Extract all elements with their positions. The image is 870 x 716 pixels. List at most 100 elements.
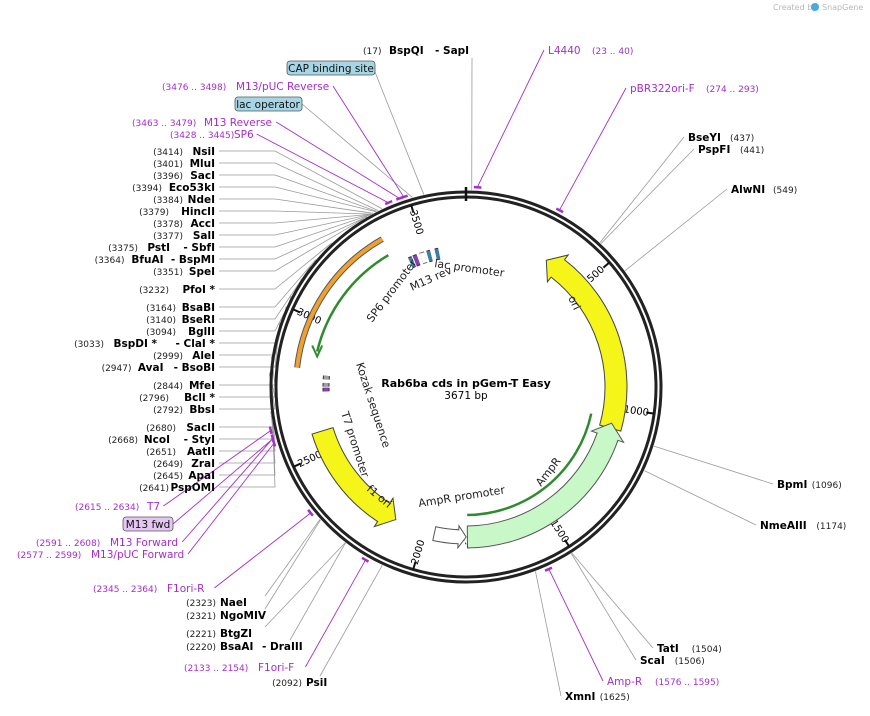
- enzyme-label: SalI(3377): [153, 230, 215, 242]
- enzyme-name: BseRI: [182, 314, 215, 326]
- enzyme-label: NmeAIII(1174): [760, 520, 846, 532]
- enzyme-name: AleI: [192, 350, 215, 362]
- primer-name: L4440: [548, 45, 581, 57]
- ring-tick-mark: [646, 411, 655, 415]
- callout-lac-operator-text: lac operator: [236, 99, 300, 111]
- enzyme-name: AatII: [187, 446, 215, 458]
- m13-rev-mark: [412, 254, 421, 266]
- enzyme-label: SacI (3396): [153, 170, 215, 182]
- enzyme-leader: [289, 542, 346, 641]
- enzyme-label: NgoMIV(2321): [186, 610, 267, 622]
- primer-position: (2577 .. 2599): [17, 551, 81, 561]
- primer-leader: [181, 438, 274, 543]
- enzyme-position: (2321): [186, 612, 216, 622]
- primer-position: (2615 .. 2634): [75, 503, 139, 513]
- enzyme-name: SacI: [190, 170, 215, 182]
- enzyme-label: PfoI *(3232): [139, 284, 215, 296]
- enzyme-name: HincII: [181, 206, 215, 218]
- enzyme-leader: [219, 214, 371, 248]
- callout-leader: [172, 438, 274, 525]
- enzyme-label: BclI *(2796): [139, 392, 215, 404]
- enzyme-label: BtgZI(2221): [186, 628, 252, 640]
- enzyme-leader: [219, 198, 374, 214]
- ring-tick-label: 1000: [623, 404, 650, 418]
- primer-label: L4440(23 .. 40): [548, 45, 633, 57]
- enzyme-position: (1625): [600, 693, 630, 703]
- feature-label-ampr-promoter: AmpR promoter: [417, 483, 506, 510]
- primer-label: M13/pUC Reverse(3476 .. 3498): [162, 81, 329, 93]
- enzyme-name: SalI: [193, 230, 215, 242]
- ring-tick-label: 3500: [407, 209, 425, 237]
- enzyme-position: (2323): [186, 599, 216, 609]
- enzyme-position: (3140): [146, 316, 176, 326]
- enzyme-label: MluI(3401): [153, 158, 215, 170]
- enzyme-label: NaeI(2323): [186, 597, 247, 609]
- insert-outline: [294, 236, 384, 368]
- enzyme-extra: - DraIII: [262, 641, 303, 653]
- primer-name: F1ori-R: [167, 583, 204, 595]
- callout-m13-fwd: M13 fwd: [122, 516, 174, 532]
- primer-name: SP6: [234, 129, 254, 141]
- plasmid-name: Rab6ba cds in pGem-T Easy: [381, 377, 551, 390]
- primer-leader: [548, 568, 604, 682]
- enzyme-label: BseYI(437): [688, 132, 754, 144]
- enzyme-leader: [219, 213, 372, 224]
- enzyme-extra: - ClaI *: [176, 338, 216, 350]
- enzyme-position: (2092): [272, 679, 302, 689]
- enzyme-leader: [570, 553, 637, 661]
- enzyme-name: MluI: [190, 158, 215, 170]
- snapgene-logo-icon: [811, 3, 819, 11]
- enzyme-leader: [219, 423, 276, 476]
- primer-label: M13 Forward(2591 .. 2608): [36, 537, 178, 549]
- primer-label: M13 Reverse(3463 .. 3479): [132, 117, 272, 129]
- primer-position: (3463 .. 3479): [132, 119, 196, 129]
- insert-cds-arc: [295, 237, 384, 368]
- enzyme-position: (3375): [108, 244, 138, 254]
- enzyme-label: ZraI(2649): [153, 458, 215, 470]
- enzyme-label: AvaI- BsoBI(2947): [102, 362, 215, 374]
- primer-site-marks: [268, 185, 564, 572]
- enzyme-label: XmnI(1625): [565, 691, 630, 703]
- enzyme-leader: [599, 136, 685, 243]
- primer-position: (274 .. 293): [706, 85, 759, 95]
- enzyme-leader: [219, 216, 368, 260]
- primer-name: pBR322ori-F: [630, 83, 695, 95]
- enzyme-name: BspDI *: [113, 338, 157, 350]
- ring-tick-mark: [410, 204, 415, 214]
- enzyme-name: PfoI *: [182, 284, 215, 296]
- enzyme-label: NcoI- StyI(2668): [108, 434, 215, 446]
- enzyme-position: (437): [730, 134, 754, 144]
- enzyme-label: AatII (2651): [146, 446, 215, 458]
- primer-position: (1576 .. 1595): [655, 678, 719, 688]
- callout-lac-operator: lac operator: [234, 96, 303, 112]
- enzyme-name: BbsI: [189, 404, 215, 416]
- primer-leader: [187, 442, 275, 555]
- enzyme-extra: - StyI: [184, 434, 215, 446]
- enzyme-name: PspFI: [698, 144, 730, 156]
- enzyme-label: AlwNI(549): [731, 184, 797, 196]
- enzyme-position: (3378): [153, 220, 183, 230]
- enzyme-position: (3396): [153, 172, 183, 182]
- enzyme-name: NdeI: [188, 194, 215, 206]
- enzyme-labels-bottom-left: NaeI(2323)NgoMIV(2321) BtgZI(2221)BsaAI - …: [186, 597, 327, 689]
- enzyme-leader: [219, 214, 372, 236]
- enzyme-name: BclI *: [184, 392, 215, 404]
- enzyme-name: BsaAI: [220, 641, 253, 653]
- primer-leader: [256, 133, 389, 204]
- enzyme-label: ScaI(1506): [640, 655, 705, 667]
- enzyme-leader: [219, 259, 317, 308]
- ring-tick-mark: [564, 539, 571, 548]
- enzyme-position: (2221): [186, 630, 216, 640]
- enzyme-name: ApaI: [188, 470, 215, 482]
- enzyme-extra: - BspMI: [171, 254, 215, 266]
- enzyme-position: (2651): [146, 448, 176, 458]
- primer-site: [268, 426, 273, 435]
- enzyme-position: (3033): [74, 340, 104, 350]
- callout-cap-text: CAP binding site: [288, 63, 374, 75]
- enzyme-label: BbsI(2792): [153, 404, 215, 416]
- primer-leader: [559, 87, 627, 211]
- enzyme-label: BsaAI- DraIII(2220): [186, 641, 303, 653]
- enzyme-name: BglII: [188, 326, 215, 338]
- enzyme-name: BspQI: [389, 45, 424, 57]
